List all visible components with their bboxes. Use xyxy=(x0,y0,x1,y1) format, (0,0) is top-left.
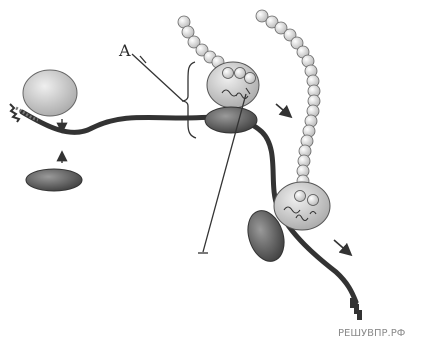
free-large-subunit xyxy=(22,69,78,117)
ribosome-1-trna xyxy=(222,67,256,84)
point-label-a: A xyxy=(118,41,131,60)
ribosome-1-trna-loops xyxy=(221,87,251,100)
mrna-cap-left xyxy=(9,103,21,123)
pointer-line xyxy=(202,93,247,253)
ribosome-2-trna-loops xyxy=(283,206,317,222)
polypeptide-chain-1 xyxy=(177,15,225,69)
polypeptide-chain-2 xyxy=(255,9,321,188)
ribosome-2-trna xyxy=(294,190,319,206)
ribosome-1-direction-arrow xyxy=(275,103,293,119)
free-small-subunit xyxy=(25,168,83,192)
mrna-tail-right xyxy=(350,298,362,320)
label-a-leader xyxy=(131,53,184,102)
mrna-strand xyxy=(19,109,359,305)
ribosome-1-large-subunit xyxy=(206,61,260,109)
mrna-tail-left xyxy=(15,106,39,122)
watermark: РЕШУВПР.РФ xyxy=(338,328,406,339)
label-a-tick xyxy=(139,55,147,64)
bracket xyxy=(181,61,197,139)
ribosome-1-small-subunit xyxy=(204,106,258,134)
ribosome-2-large-subunit xyxy=(273,181,331,231)
ribosome-2-direction-arrow xyxy=(333,239,353,257)
ribosome-2-small-subunit xyxy=(247,210,285,262)
